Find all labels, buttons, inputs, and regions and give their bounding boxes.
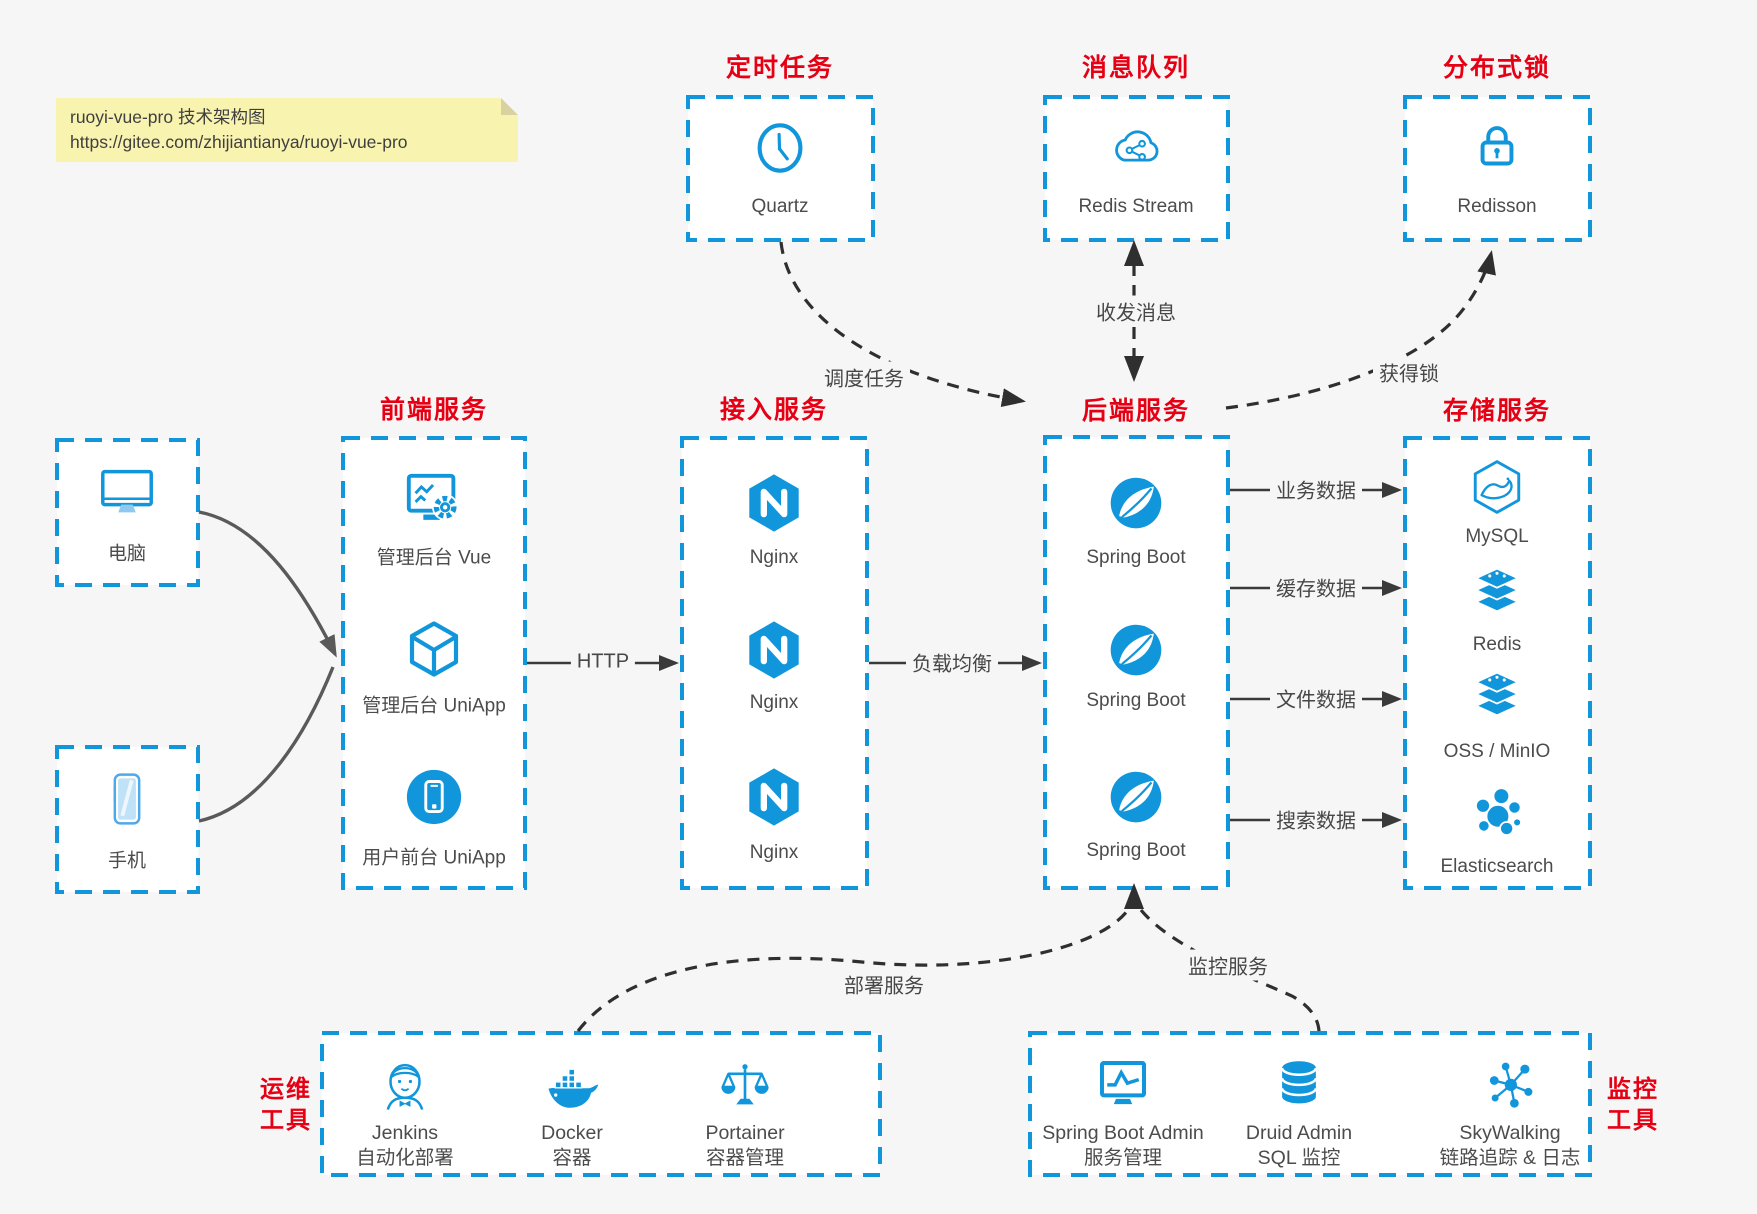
monitoring-item-label: SkyWalking 链路追踪 & 日志 [1439, 1122, 1581, 1169]
edge-acquire-lock [1225, 250, 1496, 410]
search-data-label: 搜索数据 [1270, 803, 1362, 835]
edge-phone-to-frontend [198, 666, 335, 823]
spring-boot-admin-icon [1095, 1056, 1151, 1112]
title-mq: 消息队列 [1081, 54, 1191, 82]
lock-box [1403, 95, 1592, 242]
title-storage: 存储服务 [1442, 397, 1552, 425]
nginx-icon [743, 472, 805, 534]
edge-monitor-service [1139, 908, 1321, 1032]
cache-data-label: 缓存数据 [1270, 571, 1362, 603]
lock-icon [1469, 118, 1525, 174]
edge-deploy-service [576, 909, 1130, 1032]
portainer-icon [717, 1058, 773, 1114]
redisson-label: Redisson [1457, 196, 1537, 217]
frontend-item-label: 管理后台 Vue [376, 547, 492, 569]
spring-boot-icon [1106, 767, 1166, 827]
sticky-note: ruoyi-vue-pro 技术架构图 https://gitee.com/zh… [56, 98, 518, 162]
storage-item-label: Elasticsearch [1440, 856, 1554, 877]
clock-icon [751, 119, 809, 177]
backend-item-label: Spring Boot [1086, 690, 1186, 711]
storage-item-label: MySQL [1465, 526, 1529, 547]
elasticsearch-icon [1469, 783, 1525, 839]
title-scheduler: 定时任务 [725, 54, 835, 82]
title-lock: 分布式锁 [1442, 54, 1552, 82]
gateway-item-label: Nginx [749, 842, 799, 863]
user-app-icon [403, 766, 465, 828]
admin-vue-icon [403, 469, 465, 531]
docker-icon [543, 1057, 601, 1115]
gateway-item-label: Nginx [749, 692, 799, 713]
note-fold-corner [501, 98, 518, 115]
deploy-service-label: 部署服务 [838, 968, 930, 1000]
acquire-lock-label: 获得锁 [1373, 356, 1445, 388]
file-data-label: 文件数据 [1270, 682, 1362, 714]
smartphone-icon [97, 769, 157, 829]
druid-icon [1272, 1057, 1326, 1111]
mq-arrowhead-up [1124, 240, 1144, 266]
mysql-icon [1468, 458, 1526, 516]
oss-stack-icon [1468, 670, 1526, 728]
monitoring-item-label: Spring Boot Admin 服务管理 [1042, 1122, 1204, 1169]
storage-item-label: OSS / MinIO [1443, 741, 1551, 762]
mq-box [1043, 95, 1230, 242]
monitor-icon [96, 461, 158, 523]
title-ops-tools: 运维 工具 [260, 1076, 312, 1134]
nginx-icon [743, 619, 805, 681]
schedule-task-label: 调度任务 [818, 361, 910, 393]
title-monitoring-tools: 监控 工具 [1607, 1076, 1659, 1134]
nginx-icon [743, 766, 805, 828]
gateway-item-label: Nginx [749, 547, 799, 568]
monitoring-item-label: Druid Admin SQL 监控 [1245, 1122, 1353, 1169]
pc-label: 电脑 [107, 543, 147, 565]
spring-boot-icon [1106, 620, 1166, 680]
load-balance-label: 负载均衡 [906, 646, 998, 678]
mobile-label: 手机 [107, 850, 147, 872]
pc-box [55, 438, 200, 587]
redis-stream-label: Redis Stream [1078, 196, 1194, 217]
redis-stack-icon [1468, 566, 1526, 624]
backend-bottom-arrowhead [1124, 883, 1144, 909]
ops-item-label: Portainer 容器管理 [705, 1122, 785, 1169]
spring-boot-icon [1106, 473, 1166, 533]
frontend-item-label: 管理后台 UniApp [362, 695, 506, 717]
note-title: ruoyi-vue-pro 技术架构图 [70, 107, 266, 127]
business-data-label: 业务数据 [1270, 473, 1362, 505]
uniapp-cube-icon [402, 618, 466, 682]
ops-item-label: Docker 容器 [541, 1122, 603, 1169]
ops-box [320, 1031, 882, 1177]
cloud-share-icon [1106, 117, 1166, 177]
send-receive-msg-label: 收发消息 [1090, 295, 1182, 327]
quartz-label: Quartz [751, 196, 809, 217]
frontend-item-label: 用户前台 UniApp [362, 847, 506, 869]
mq-arrowhead-down [1124, 356, 1144, 382]
note-url: https://gitee.com/zhijiantianya/ruoyi-vu… [70, 132, 408, 152]
skywalking-icon [1482, 1056, 1538, 1112]
backend-item-label: Spring Boot [1086, 547, 1186, 568]
edge-pc-to-frontend [198, 510, 337, 658]
jenkins-icon [376, 1057, 434, 1115]
edge-schedule-task [779, 241, 1026, 408]
title-gateway: 接入服务 [719, 396, 829, 424]
title-frontend: 前端服务 [379, 396, 489, 424]
monitor-service-label: 监控服务 [1182, 949, 1274, 981]
http-label: HTTP [570, 649, 636, 675]
title-backend: 后端服务 [1081, 397, 1191, 425]
backend-item-label: Spring Boot [1086, 840, 1186, 861]
ops-item-label: Jenkins 自动化部署 [356, 1122, 454, 1169]
storage-item-label: Redis [1472, 634, 1522, 655]
